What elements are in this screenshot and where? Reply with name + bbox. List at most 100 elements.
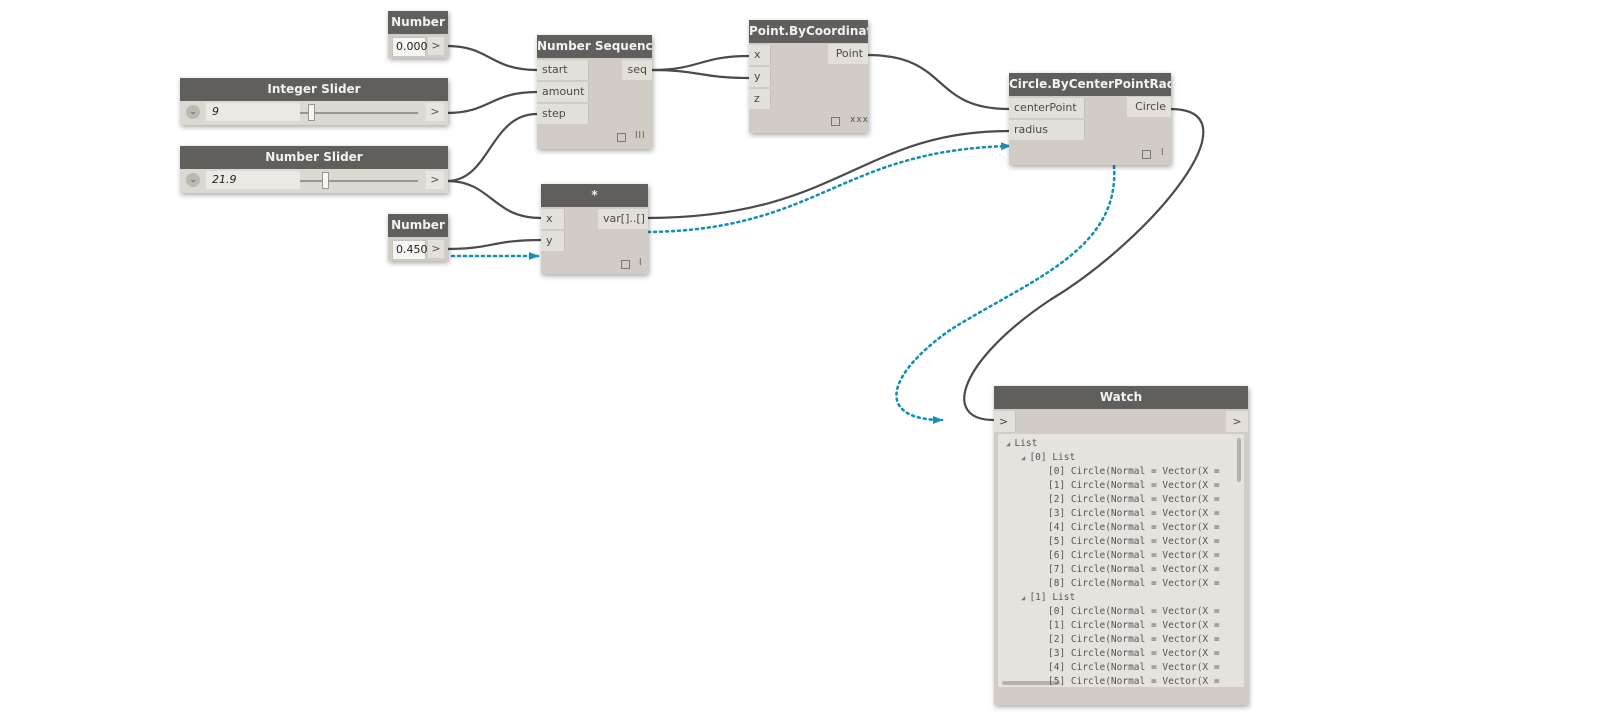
- input-port-start[interactable]: start: [537, 60, 589, 80]
- tree-node-item[interactable]: [3] Circle(Normal = Vector(X =: [1048, 648, 1220, 659]
- wire-number2-to-multiply-y[interactable]: [446, 238, 542, 251]
- input-port-step[interactable]: step: [537, 104, 589, 124]
- tree-node-item[interactable]: [8] Circle(Normal = Vector(X =: [1048, 578, 1220, 589]
- wire-point-to-centerpoint[interactable]: [866, 53, 1010, 111]
- multiply-node[interactable]: * x y var[]..[] l: [541, 184, 648, 274]
- output-port-var[interactable]: var[]..[]: [598, 209, 648, 229]
- tree-node-item[interactable]: [7] Circle(Normal = Vector(X =: [1048, 564, 1220, 575]
- input-port-x[interactable]: x: [749, 45, 771, 65]
- output-port-arrow[interactable]: >: [428, 37, 444, 55]
- wire-numslider-to-multiply-x[interactable]: [446, 179, 542, 220]
- circle-by-center-point-radius-node[interactable]: Circle.ByCenterPointRadius centerPoint r…: [1009, 73, 1171, 165]
- output-port-circle[interactable]: Circle: [1127, 97, 1171, 117]
- tree-item-label: [0] Circle(Normal = Vector(X =: [1048, 466, 1220, 477]
- tree-node-list[interactable]: ◢ List: [1006, 438, 1037, 449]
- output-port-seq[interactable]: seq: [622, 60, 652, 80]
- tree-item-label: [1] Circle(Normal = Vector(X =: [1048, 480, 1220, 491]
- tree-node-item[interactable]: [4] Circle(Normal = Vector(X =: [1048, 662, 1220, 673]
- wire-multiply-to-radius[interactable]: [646, 129, 1010, 220]
- preview-toggle[interactable]: [617, 133, 626, 142]
- tree-node-item[interactable]: [5] Circle(Normal = Vector(X =: [1048, 536, 1220, 547]
- wire-numslider-to-step[interactable]: [446, 112, 538, 183]
- tree-node-item[interactable]: [0] Circle(Normal = Vector(X =: [1048, 606, 1220, 617]
- tree-node-item[interactable]: [0] Circle(Normal = Vector(X =: [1048, 466, 1220, 477]
- number-node-factor[interactable]: Number 0.450 >: [388, 214, 448, 261]
- input-port-z[interactable]: z: [749, 89, 771, 109]
- input-port-amount[interactable]: amount: [537, 82, 589, 102]
- tree-node-item[interactable]: [2] Circle(Normal = Vector(X =: [1048, 634, 1220, 645]
- tree-item-label: [1] List: [1029, 592, 1076, 603]
- lacing-indicator[interactable]: l: [639, 258, 643, 268]
- lacing-indicator[interactable]: xxx: [850, 115, 869, 125]
- output-port-watch[interactable]: >: [1226, 411, 1248, 432]
- vertical-scrollbar[interactable]: [1237, 438, 1241, 482]
- tree-node-item[interactable]: [6] Circle(Normal = Vector(X =: [1048, 550, 1220, 561]
- input-port-y[interactable]: y: [541, 231, 565, 251]
- preview-toggle[interactable]: [831, 117, 840, 126]
- lacing-indicator[interactable]: lll: [635, 131, 646, 141]
- slider-thumb[interactable]: [307, 104, 315, 121]
- number-node-start[interactable]: Number 0.000 >: [388, 11, 448, 58]
- watch-node[interactable]: Watch > > ◢ List ◢ [0] List [0] Circle(Nor…: [994, 386, 1248, 705]
- node-title: Point.ByCoordinates: [749, 20, 868, 43]
- tree-item-label: [2] Circle(Normal = Vector(X =: [1048, 634, 1220, 645]
- tree-node-item[interactable]: [1] Circle(Normal = Vector(X =: [1048, 620, 1220, 631]
- point-by-coordinates-node[interactable]: Point.ByCoordinates x y z Point xxx: [749, 20, 868, 133]
- tree-item-label: [3] Circle(Normal = Vector(X =: [1048, 508, 1220, 519]
- slider-value[interactable]: 9: [206, 103, 300, 121]
- node-title: Number: [388, 11, 448, 34]
- wire-number1-to-start[interactable]: [446, 44, 538, 72]
- flow-arrow-multiply-to-radius: [646, 142, 1012, 234]
- input-port-y[interactable]: y: [749, 67, 771, 87]
- slider-body: ⌄ 21.9 >: [180, 169, 448, 193]
- slider-thumb[interactable]: [322, 172, 330, 189]
- chevron-down-icon[interactable]: ⌄: [186, 105, 200, 119]
- number-input[interactable]: 0.450: [392, 240, 428, 260]
- slider-body: ⌄ 9 >: [180, 101, 448, 125]
- number-slider-node[interactable]: Number Slider ⌄ 21.9 >: [180, 146, 448, 193]
- input-port-centerpoint[interactable]: centerPoint: [1009, 98, 1085, 118]
- node-title: Watch: [994, 386, 1248, 409]
- tree-node-item[interactable]: [4] Circle(Normal = Vector(X =: [1048, 522, 1220, 533]
- tree-item-label: [4] Circle(Normal = Vector(X =: [1048, 522, 1220, 533]
- tree-item-label: [6] Circle(Normal = Vector(X =: [1048, 550, 1220, 561]
- wire-intslider-to-amount[interactable]: [446, 90, 538, 115]
- node-title: Circle.ByCenterPointRadius: [1009, 73, 1171, 96]
- tree-node-list[interactable]: ◢ [0] List: [1021, 452, 1075, 463]
- slider-track[interactable]: [300, 172, 418, 189]
- horizontal-scrollbar[interactable]: [1002, 681, 1060, 685]
- tree-node-list[interactable]: ◢ [1] List: [1021, 592, 1075, 603]
- slider-value[interactable]: 21.9: [206, 171, 300, 189]
- lacing-indicator[interactable]: l: [1161, 148, 1165, 158]
- tree-item-label: [7] Circle(Normal = Vector(X =: [1048, 564, 1220, 575]
- number-input[interactable]: 0.000: [392, 37, 428, 57]
- tree-item-label: [4] Circle(Normal = Vector(X =: [1048, 662, 1220, 673]
- output-port-arrow[interactable]: >: [426, 171, 444, 189]
- node-title: Number Slider: [180, 146, 448, 169]
- wire-seq-to-point-x[interactable]: [650, 54, 750, 72]
- slider-track[interactable]: [300, 104, 418, 121]
- tree-item-label: [5] Circle(Normal = Vector(X =: [1048, 676, 1220, 687]
- input-port-watch[interactable]: >: [994, 411, 1016, 432]
- number-sequence-node[interactable]: Number Sequence start amount step seq ll…: [537, 35, 652, 149]
- tree-node-item[interactable]: [3] Circle(Normal = Vector(X =: [1048, 508, 1220, 519]
- tree-node-item[interactable]: [5] Circle(Normal = Vector(X =: [1048, 676, 1220, 687]
- input-port-radius[interactable]: radius: [1009, 120, 1085, 140]
- input-port-x[interactable]: x: [541, 209, 565, 229]
- integer-slider-node[interactable]: Integer Slider ⌄ 9 >: [180, 78, 448, 125]
- expand-triangle-icon[interactable]: ◢: [1021, 454, 1030, 462]
- output-port-point[interactable]: Point: [828, 44, 868, 64]
- preview-toggle[interactable]: [621, 260, 630, 269]
- expand-triangle-icon[interactable]: ◢: [1021, 594, 1030, 602]
- tree-node-item[interactable]: [1] Circle(Normal = Vector(X =: [1048, 480, 1220, 491]
- output-port-arrow[interactable]: >: [428, 240, 444, 258]
- preview-toggle[interactable]: [1142, 150, 1151, 159]
- tree-node-item[interactable]: [2] Circle(Normal = Vector(X =: [1048, 494, 1220, 505]
- expand-triangle-icon[interactable]: ◢: [1006, 440, 1015, 448]
- flow-arrow-circle-to-watch: [895, 164, 1116, 424]
- watch-tree-view[interactable]: ◢ List ◢ [0] List [0] Circle(Normal = Vect…: [998, 434, 1244, 687]
- chevron-down-icon[interactable]: ⌄: [186, 173, 200, 187]
- wire-seq-to-point-y[interactable]: [650, 68, 750, 80]
- output-port-arrow[interactable]: >: [426, 103, 444, 121]
- node-title: Number Sequence: [537, 35, 652, 58]
